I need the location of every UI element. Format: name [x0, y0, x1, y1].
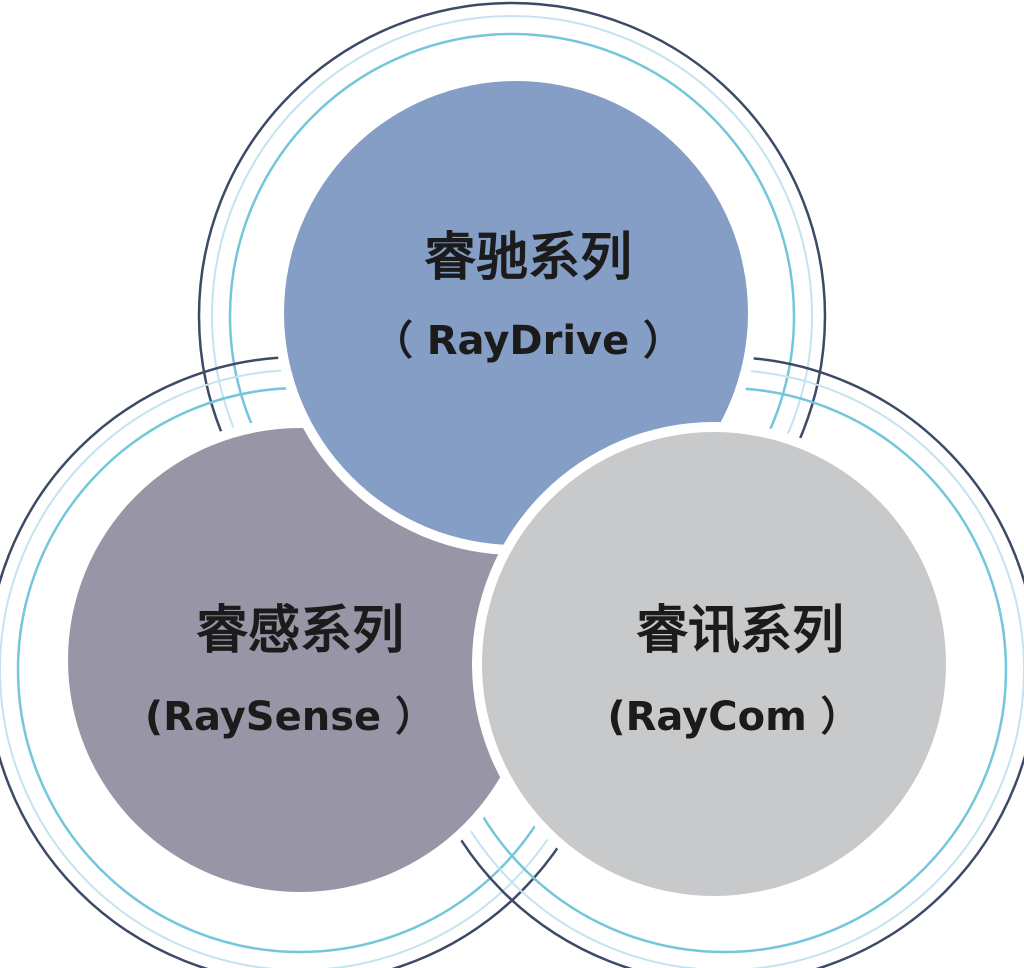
drive-series-subtitle: （ RayDrive ） [373, 318, 683, 364]
disc-com [482, 432, 946, 896]
disc-drive [284, 81, 748, 545]
drive-series-title: 睿驰系列 [424, 228, 632, 288]
sense-series-title: 睿感系列 [196, 601, 404, 661]
sense-series-subtitle: (RaySense ） [145, 694, 435, 740]
disc-sense [68, 428, 532, 892]
com-series-subtitle: (RayCom ） [607, 694, 860, 740]
com-series-title: 睿讯系列 [636, 601, 844, 661]
